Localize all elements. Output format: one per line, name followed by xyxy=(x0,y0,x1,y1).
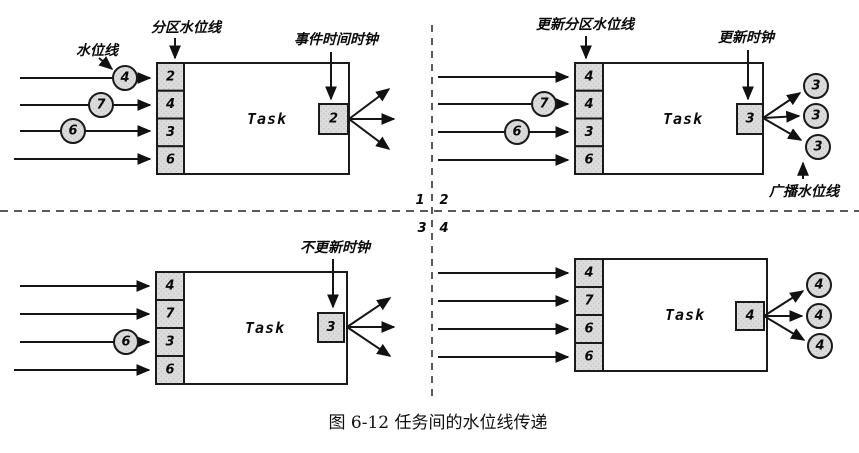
partition-watermark-label: 分区水位线 xyxy=(151,19,223,36)
watermark-value: 4 xyxy=(119,71,129,86)
watermark-circle xyxy=(112,65,138,91)
partition-cell xyxy=(574,314,604,344)
broadcast-watermark-value: 3 xyxy=(811,109,820,124)
clock-value: 3 xyxy=(326,320,335,335)
quadrant-1: 4 7 6 Task 2 4 3 6 2 水位线 分区水位线 事件时间时钟 xyxy=(14,19,396,175)
watermark-circle xyxy=(531,91,557,117)
partition-cell-value: 4 xyxy=(164,279,174,294)
partition-cell-value: 2 xyxy=(166,70,175,85)
quadrant-3: 6 Task 4 7 3 6 3 不更新时钟 xyxy=(14,239,396,385)
partition-cell-value: 3 xyxy=(165,335,174,350)
partition-cell-value: 6 xyxy=(584,322,593,337)
task-label: Task xyxy=(247,110,287,128)
watermark-label-arrow xyxy=(98,56,114,70)
partition-cell xyxy=(574,62,604,92)
partition-cell-value: 7 xyxy=(584,294,594,309)
partition-cell-value: 6 xyxy=(166,153,175,168)
partition-cell-value: 6 xyxy=(584,153,593,168)
watermark-circle xyxy=(60,118,86,144)
partition-cell-value: 3 xyxy=(584,125,593,140)
clock-value: 2 xyxy=(329,112,338,127)
partition-cell xyxy=(155,327,185,357)
partition-cell-value: 4 xyxy=(583,97,593,112)
output-arrow xyxy=(762,117,803,141)
clock-box xyxy=(318,103,349,135)
watermark-value: 7 xyxy=(539,97,549,112)
broadcast-watermark-circle xyxy=(806,303,832,329)
no-update-clock-label: 不更新时钟 xyxy=(300,239,372,256)
partition-cell xyxy=(155,271,185,301)
quadrant-2: 7 6 Task 4 4 3 6 3 3 3 3 更新分区水位线 更新时钟 广播… xyxy=(438,16,841,200)
partition-cell-value: 4 xyxy=(583,266,593,281)
output-arrow xyxy=(348,88,391,120)
quadrant-number-2: 2 xyxy=(439,193,448,208)
task-label: Task xyxy=(665,306,705,324)
task-label: Task xyxy=(663,110,703,128)
partition-cell xyxy=(156,89,185,120)
partition-cell xyxy=(155,299,185,329)
clock-value: 4 xyxy=(744,309,754,324)
watermark-label: 水位线 xyxy=(76,42,120,59)
quadrant-number-1: 1 xyxy=(415,193,424,208)
watermark-circle xyxy=(504,119,530,145)
quadrant-number-3: 3 xyxy=(417,221,426,236)
watermark-circle xyxy=(88,92,114,118)
watermark-circle xyxy=(113,329,139,355)
broadcast-watermark-circle xyxy=(803,73,829,99)
partition-cell-value: 3 xyxy=(166,125,175,140)
figure-caption: 图 6-12 任务间的水位线传递 xyxy=(329,413,548,433)
output-arrow xyxy=(348,118,391,150)
partition-cell xyxy=(156,145,185,175)
clock-box xyxy=(735,301,765,331)
output-arrow xyxy=(762,92,802,119)
output-arrow xyxy=(346,326,392,357)
quadrant-number-4: 4 xyxy=(438,221,448,236)
broadcast-watermark-value: 4 xyxy=(814,339,824,354)
partition-cell-value: 7 xyxy=(165,307,175,322)
broadcast-watermark-value: 4 xyxy=(813,278,823,293)
clock-box xyxy=(317,312,345,343)
clock-box xyxy=(736,103,764,135)
watermark-value: 6 xyxy=(68,124,77,139)
output-arrow xyxy=(346,297,392,328)
task-label: Task xyxy=(245,319,285,337)
partition-cell-value: 4 xyxy=(165,97,175,112)
partition-cell xyxy=(574,342,604,372)
clock-value: 3 xyxy=(745,112,754,127)
partition-cell-value: 6 xyxy=(584,350,593,365)
broadcast-watermark-circle xyxy=(805,134,831,160)
output-arrow xyxy=(762,110,801,123)
partition-cell-value: 4 xyxy=(583,70,593,85)
partition-cell xyxy=(574,145,604,175)
broadcast-watermark-value: 4 xyxy=(813,309,823,324)
watermark-value: 6 xyxy=(121,335,130,350)
partition-cell xyxy=(574,117,604,148)
broadcast-watermark-value: 3 xyxy=(811,79,820,94)
partition-cell xyxy=(156,117,185,148)
broadcast-watermark-label: 广播水位线 xyxy=(768,183,841,200)
partition-cell xyxy=(574,258,604,288)
update-clock-label: 更新时钟 xyxy=(718,29,776,46)
broadcast-watermark-circle xyxy=(806,272,832,298)
partition-cell xyxy=(155,355,185,385)
partition-cell-value: 6 xyxy=(165,363,174,378)
broadcast-watermark-circle xyxy=(803,103,829,129)
output-arrow xyxy=(763,290,805,317)
watermark-value: 7 xyxy=(96,98,106,113)
update-partition-watermark-label: 更新分区水位线 xyxy=(536,16,636,33)
output-arrow xyxy=(763,315,806,341)
watermark-value: 6 xyxy=(512,125,521,140)
event-time-clock-label: 事件时间时钟 xyxy=(294,31,380,48)
broadcast-watermark-value: 3 xyxy=(813,140,822,155)
quadrant-4: Task 4 7 6 6 4 4 4 4 xyxy=(438,258,833,372)
broadcast-watermark-circle xyxy=(807,333,833,359)
